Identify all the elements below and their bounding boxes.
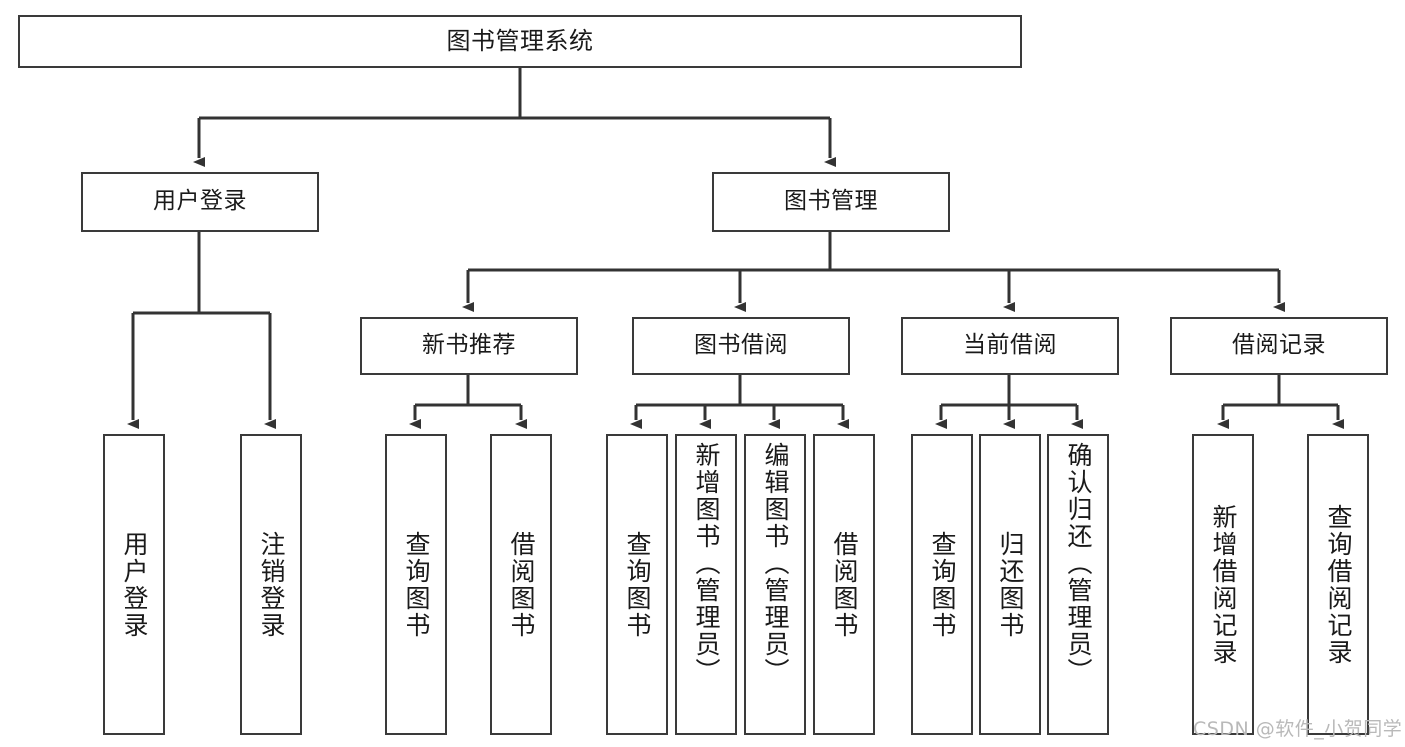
leaf-label: 借阅图书 — [830, 530, 859, 639]
leaf-bb-edit-book-admin[interactable]: 编辑图书（管理员） — [744, 434, 806, 735]
leaf-label: 新增图书（管理员） — [692, 442, 721, 685]
leaf-label: 查询图书 — [928, 530, 957, 639]
leaf-br-add-record[interactable]: 新增借阅记录 — [1192, 434, 1254, 735]
leaf-label: 查询图书 — [402, 530, 431, 639]
leaf-cb-confirm-return-admin[interactable]: 确认归还（管理员） — [1047, 434, 1109, 735]
node-book-management[interactable]: 图书管理 — [712, 172, 950, 232]
leaf-label: 新增借阅记录 — [1209, 503, 1238, 666]
leaf-bb-add-book-admin[interactable]: 新增图书（管理员） — [675, 434, 737, 735]
leaf-user-login[interactable]: 用户登录 — [103, 434, 165, 735]
leaf-cb-return-book[interactable]: 归还图书 — [979, 434, 1041, 735]
leaf-label: 注销登录 — [257, 530, 286, 639]
leaf-bb-borrow-book[interactable]: 借阅图书 — [813, 434, 875, 735]
leaf-cb-query-book[interactable]: 查询图书 — [911, 434, 973, 735]
node-root-system[interactable]: 图书管理系统 — [18, 15, 1022, 68]
leaf-label: 编辑图书（管理员） — [761, 442, 790, 685]
node-book-borrow[interactable]: 图书借阅 — [632, 317, 850, 375]
leaf-label: 用户登录 — [120, 530, 149, 639]
leaf-bb-query-book[interactable]: 查询图书 — [606, 434, 668, 735]
leaf-label: 查询借阅记录 — [1324, 503, 1353, 666]
leaf-label: 确认归还（管理员） — [1064, 442, 1093, 685]
leaf-label: 归还图书 — [996, 530, 1025, 639]
node-borrow-record[interactable]: 借阅记录 — [1170, 317, 1388, 375]
leaf-label: 借阅图书 — [507, 530, 536, 639]
node-user-login[interactable]: 用户登录 — [81, 172, 319, 232]
leaf-logout[interactable]: 注销登录 — [240, 434, 302, 735]
leaf-label: 查询图书 — [623, 530, 652, 639]
leaf-nb-query-book[interactable]: 查询图书 — [385, 434, 447, 735]
leaf-br-query-record[interactable]: 查询借阅记录 — [1307, 434, 1369, 735]
node-new-book-recommend[interactable]: 新书推荐 — [360, 317, 578, 375]
leaf-nb-borrow-book[interactable]: 借阅图书 — [490, 434, 552, 735]
node-current-borrow[interactable]: 当前借阅 — [901, 317, 1119, 375]
